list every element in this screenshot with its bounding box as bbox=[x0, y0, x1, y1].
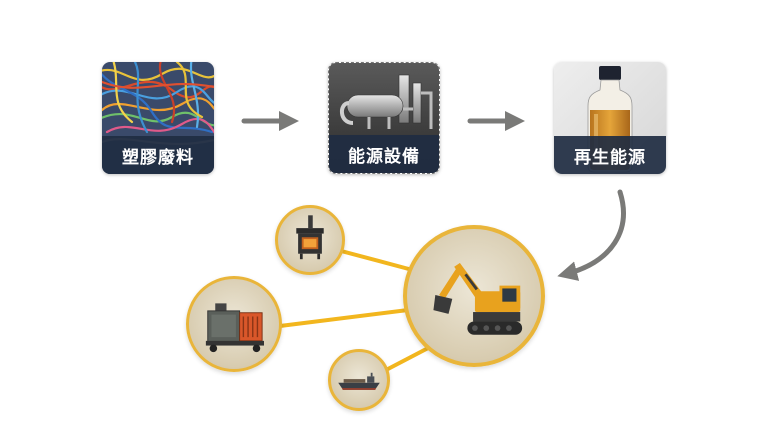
stage-label: 再生能源 bbox=[554, 136, 666, 174]
generator-icon bbox=[205, 303, 264, 353]
arrow-fuel-to-applications bbox=[557, 189, 626, 281]
connector-stove bbox=[329, 246, 421, 274]
energy-equipment-card: 能源設備 bbox=[328, 62, 440, 174]
generator-bubble bbox=[186, 276, 282, 372]
excavator-bubble bbox=[403, 225, 545, 367]
ship-icon bbox=[338, 372, 380, 390]
plastic-waste-card: 塑膠廢料 bbox=[102, 62, 214, 174]
stove-bubble bbox=[275, 205, 345, 275]
connector-generator bbox=[279, 308, 409, 328]
connector-ship bbox=[385, 344, 433, 372]
stage-label: 能源設備 bbox=[329, 135, 439, 173]
stage-label: 塑膠廢料 bbox=[102, 136, 214, 174]
ship-bubble bbox=[328, 349, 390, 411]
excavator-icon bbox=[433, 262, 523, 335]
renewable-energy-card: 再生能源 bbox=[554, 62, 666, 174]
stove-icon bbox=[296, 215, 324, 260]
connector-lines bbox=[279, 246, 433, 372]
